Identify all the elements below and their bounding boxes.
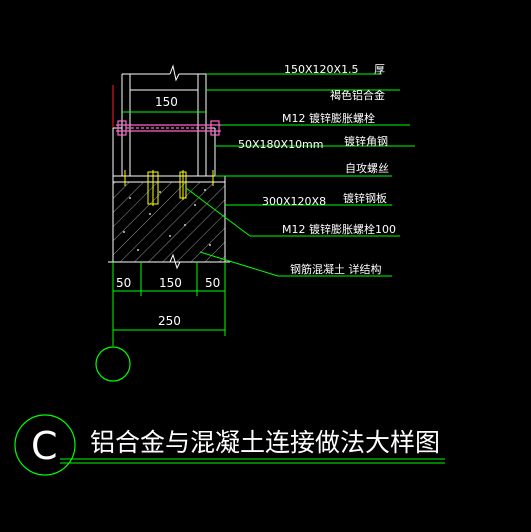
label-plate: 镀锌钢板: [343, 191, 387, 205]
label-concrete: 钢筋混凝土 详结构: [290, 262, 382, 276]
label-profile: 150X120X1.5: [284, 63, 359, 76]
dim-left: 50: [116, 276, 131, 290]
anchor-bolts: [124, 170, 214, 206]
label-profile-thick: 厚: [374, 63, 385, 76]
dim-total: 250: [158, 314, 181, 328]
label-plate-spec: 300X120X8: [262, 195, 326, 208]
galvanized-steel-plate: [112, 175, 226, 183]
label-screw: 自攻螺丝: [345, 161, 389, 175]
expansion-bolt-horizontal: [116, 120, 221, 136]
title-mark: C: [31, 424, 58, 468]
dim-middle: 150: [159, 276, 182, 290]
label-angle: 镀锌角钢: [344, 134, 388, 148]
label-angle-spec: 50X180X10mm: [238, 138, 324, 151]
label-bolt1: M12 镀锌膨胀螺栓: [282, 111, 375, 125]
concrete-block: [108, 181, 230, 270]
drawing-title: 铝合金与混凝土连接做法大样图: [90, 428, 440, 457]
galvanized-angle-steel: [112, 127, 216, 177]
title-marker-circle: [14, 414, 76, 476]
section-marker-circle: [95, 346, 131, 382]
dim-top-width: 150: [155, 95, 178, 109]
label-bolt2: M12 镀锌膨胀螺栓100: [282, 222, 396, 236]
dim-right: 50: [205, 276, 220, 290]
label-aluminum: 褐色铝合金: [330, 88, 385, 102]
aluminum-profile: [121, 64, 207, 176]
dimension-lines: [60, 73, 445, 464]
